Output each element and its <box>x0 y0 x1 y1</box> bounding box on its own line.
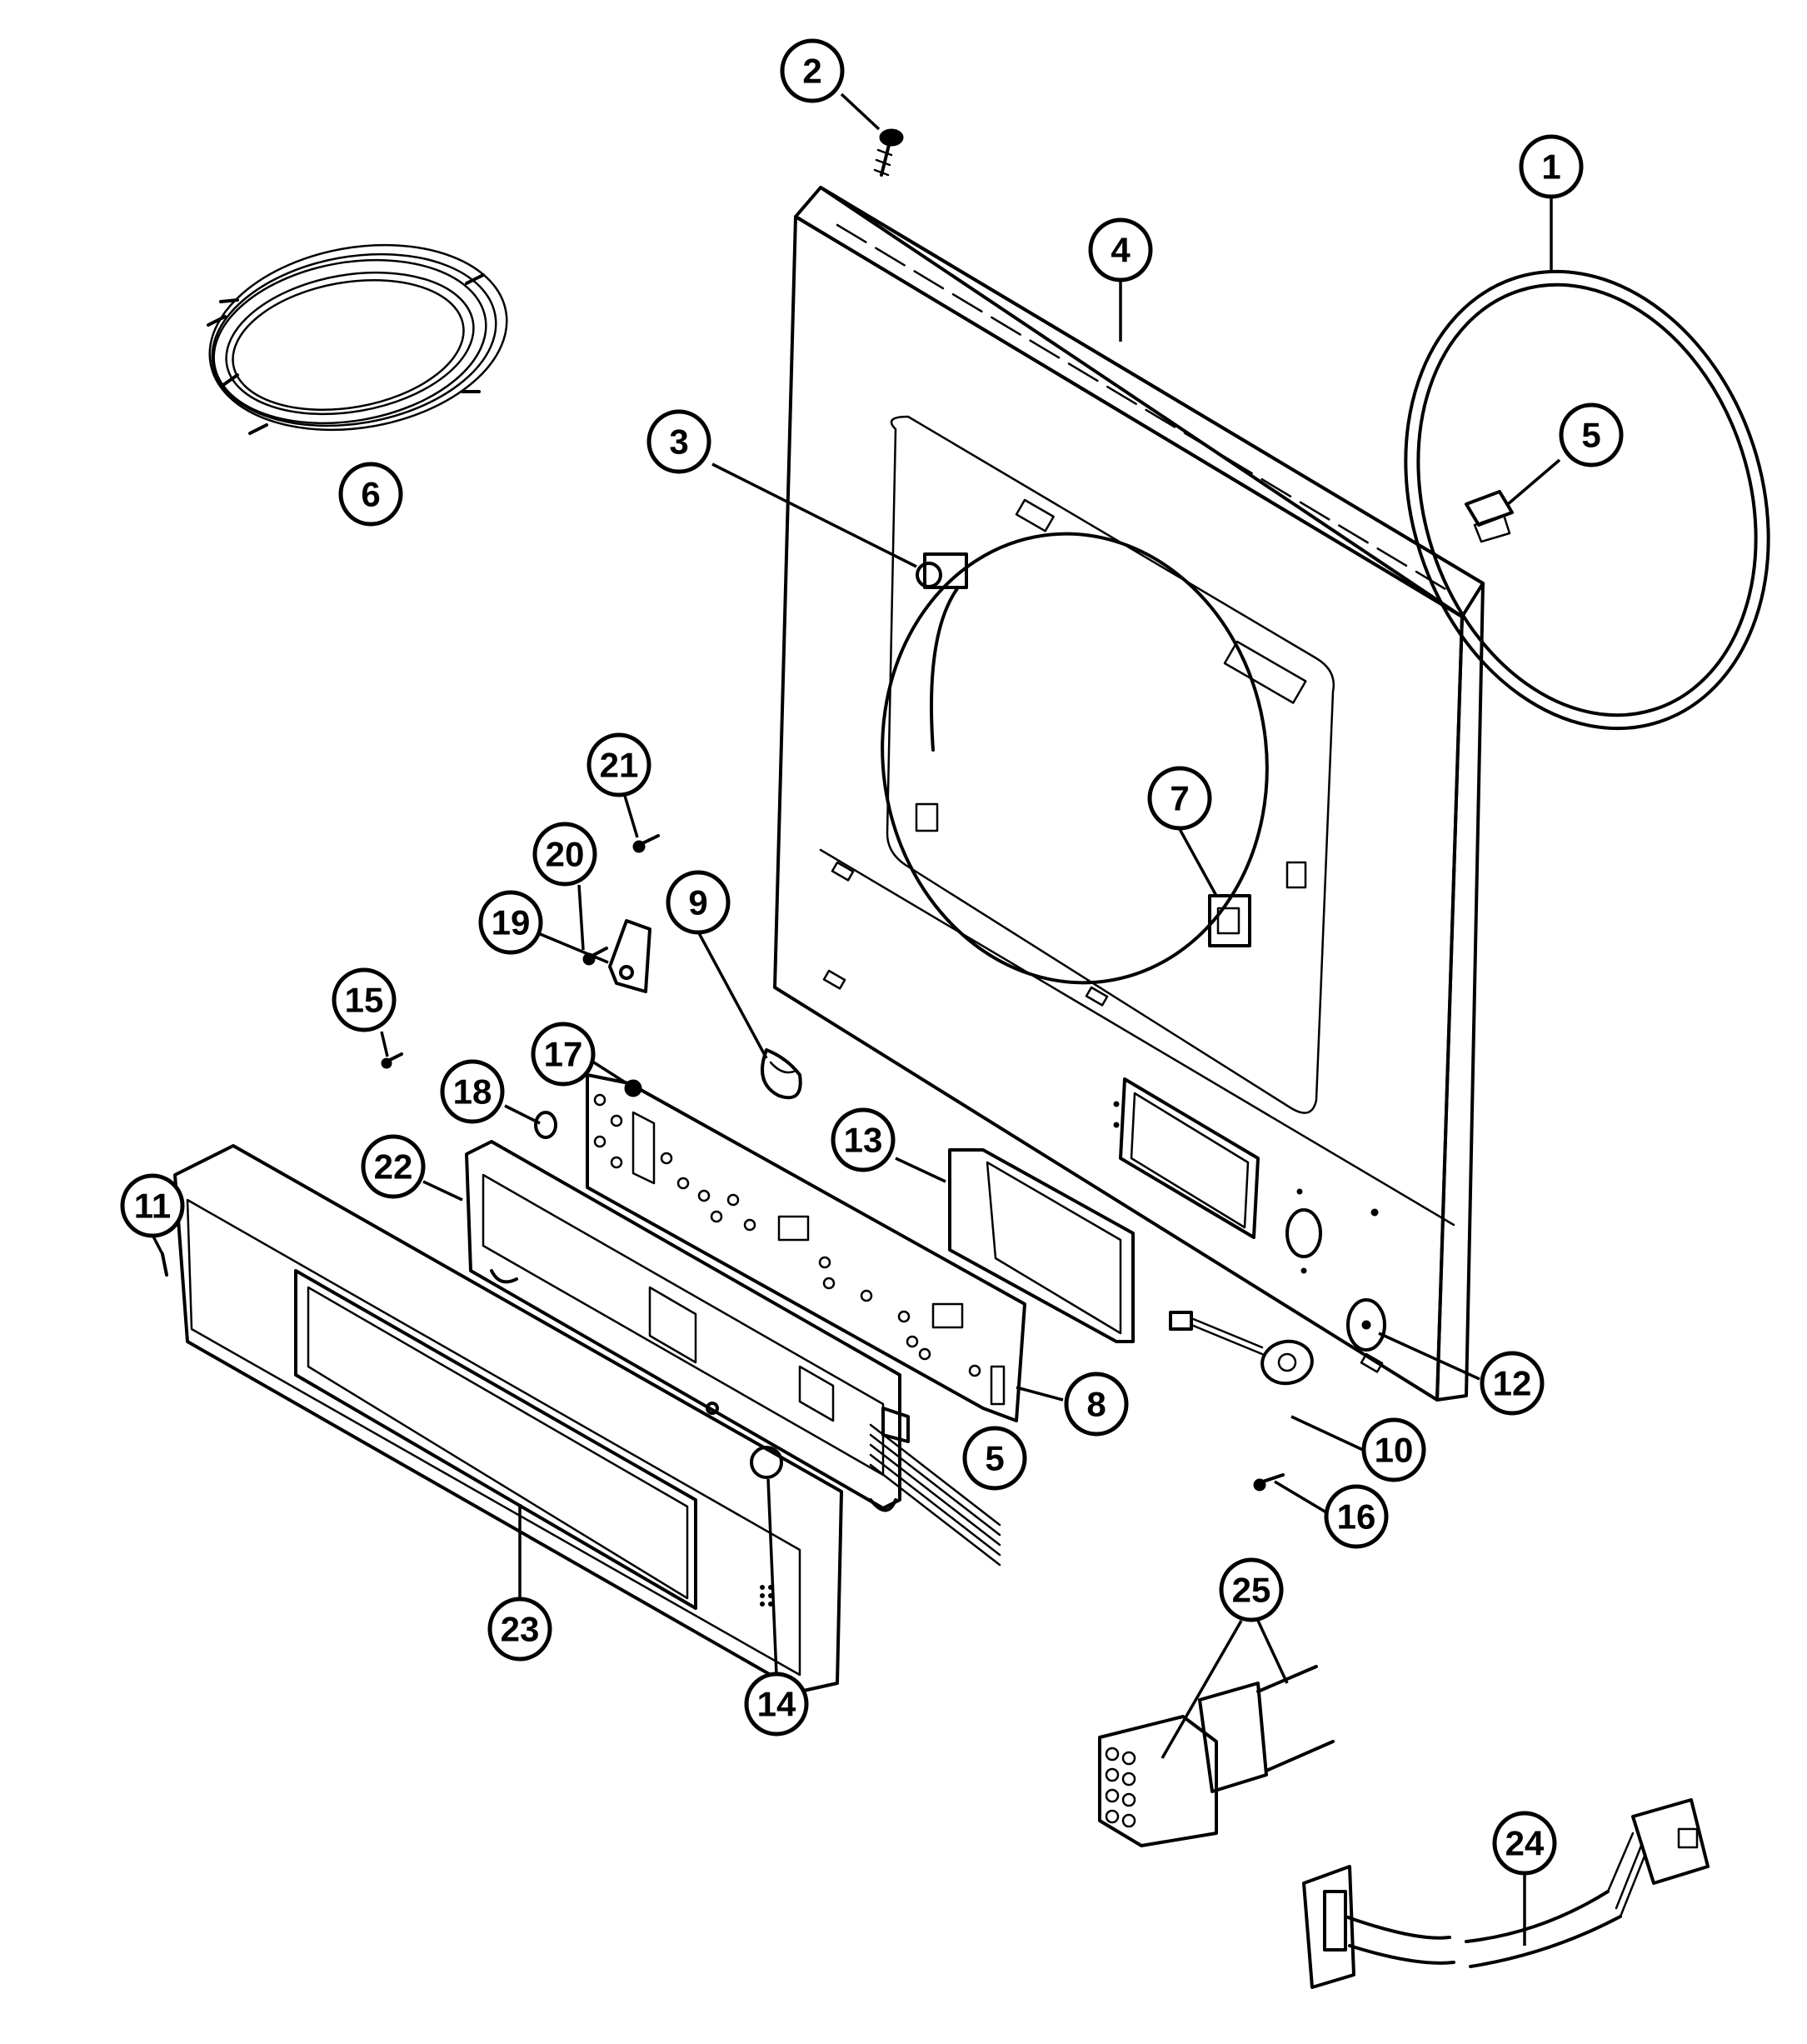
callout-2-label: 2 <box>802 52 821 91</box>
callout-24-label: 24 <box>1505 1824 1545 1863</box>
connector-pins <box>1105 1747 1136 1828</box>
callout-15-label: 15 <box>345 981 384 1020</box>
control-board <box>586 1073 1026 1422</box>
callout-11-label: 11 <box>134 1187 171 1226</box>
callout-10-label: 10 <box>1375 1431 1414 1470</box>
callout-6: 6 <box>338 462 403 527</box>
callout-22-label: 22 <box>374 1147 413 1187</box>
callout-2: 2 <box>780 38 845 103</box>
bracket-part-19 <box>608 919 651 993</box>
duct-part-13 <box>948 1148 1135 1343</box>
callout-19: 19 <box>478 890 543 955</box>
board-components <box>593 1079 981 1377</box>
control-console <box>161 1144 843 1693</box>
screw-part-16 <box>1253 1473 1285 1492</box>
door-gasket-ring <box>1404 269 1770 731</box>
wire-harness <box>207 243 508 435</box>
front-panel <box>773 186 1485 1402</box>
harness-part-24 <box>1302 1798 1710 1989</box>
callout-4: 4 <box>1088 217 1153 282</box>
callout-18-label: 18 <box>453 1072 492 1112</box>
leader-lines <box>151 92 1561 1946</box>
callout-6-label: 6 <box>361 475 380 514</box>
callout-13: 13 <box>831 1107 896 1172</box>
callout-16: 16 <box>1324 1484 1389 1549</box>
callout-5b-label: 5 <box>985 1439 1004 1478</box>
callout-20-label: 20 <box>546 835 585 874</box>
screw-part-15 <box>381 1052 403 1069</box>
callout-25-label: 25 <box>1232 1571 1271 1610</box>
callout-23: 23 <box>487 1597 552 1662</box>
callout-23-label: 23 <box>501 1610 540 1649</box>
connector-part-25 <box>1098 1665 1335 1847</box>
callout-14-label: 14 <box>757 1685 796 1724</box>
callout-9: 9 <box>666 870 731 935</box>
callout-21-label: 21 <box>600 746 639 785</box>
screw-part-21 <box>632 834 660 853</box>
callout-4-label: 4 <box>1111 231 1131 270</box>
callout-11: 11 <box>120 1173 185 1238</box>
callout-1-label: 1 <box>1541 147 1560 187</box>
callout-25: 25 <box>1219 1557 1284 1622</box>
callout-17: 17 <box>531 1022 596 1087</box>
callout-7-label: 7 <box>1170 779 1189 818</box>
callout-18: 18 <box>440 1059 505 1124</box>
speaker-dots <box>760 1585 773 1607</box>
sensor-part-10 <box>1169 1311 1314 1386</box>
callout-24: 24 <box>1492 1811 1557 1876</box>
callout-15: 15 <box>332 967 397 1032</box>
callout-8: 8 <box>1064 1372 1129 1437</box>
callout-9-label: 9 <box>688 883 707 922</box>
callout-8-label: 8 <box>1086 1385 1106 1424</box>
ribbon-cable <box>869 1407 1001 1567</box>
callout-17-label: 17 <box>544 1035 583 1074</box>
callout-5a-label: 5 <box>1581 416 1600 455</box>
callout-13-label: 13 <box>844 1121 883 1160</box>
callout-16-label: 16 <box>1337 1497 1376 1537</box>
callout-20: 20 <box>532 822 597 887</box>
callout-19-label: 19 <box>492 903 531 942</box>
callout-7: 7 <box>1147 766 1212 831</box>
callout-12: 12 <box>1480 1351 1545 1416</box>
callout-5-cable: 5 <box>962 1426 1027 1491</box>
callout-14: 14 <box>744 1672 809 1737</box>
callout-12-label: 12 <box>1493 1364 1532 1403</box>
callout-5-ring: 5 <box>1559 402 1624 467</box>
callout-3-label: 3 <box>669 422 688 462</box>
callout-3: 3 <box>646 409 711 474</box>
control-panel-backplate <box>465 1111 901 1512</box>
callout-22: 22 <box>361 1134 426 1199</box>
callout-1: 1 <box>1519 134 1584 199</box>
callout-21: 21 <box>587 732 651 797</box>
callout-10: 10 <box>1361 1417 1426 1482</box>
screw-part-2 <box>873 128 904 177</box>
clip-part-9 <box>761 1048 802 1100</box>
